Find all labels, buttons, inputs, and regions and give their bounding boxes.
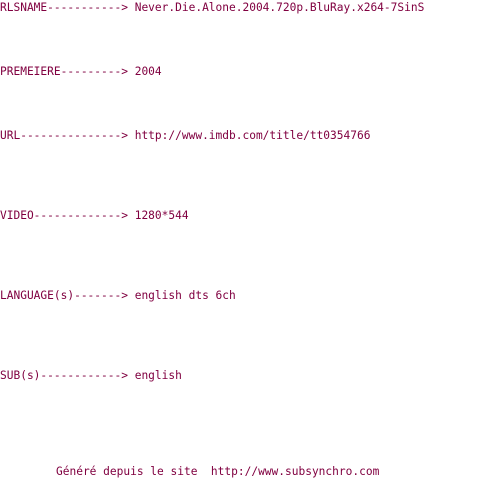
footer-credit: Généré depuis le site http://www.subsync… <box>56 465 380 478</box>
subtitle-line: SUB(s)------------> english <box>0 369 182 382</box>
url-line: URL---------------> http://www.imdb.com/… <box>0 129 371 142</box>
premiere-line: PREMEIERE---------> 2004 <box>0 65 162 78</box>
language-line: LANGUAGE(s)-------> english dts 6ch <box>0 289 236 302</box>
rlsname-line: RLSNAME-----------> Never.Die.Alone.2004… <box>0 1 425 14</box>
video-line: VIDEO-------------> 1280*544 <box>0 209 189 222</box>
